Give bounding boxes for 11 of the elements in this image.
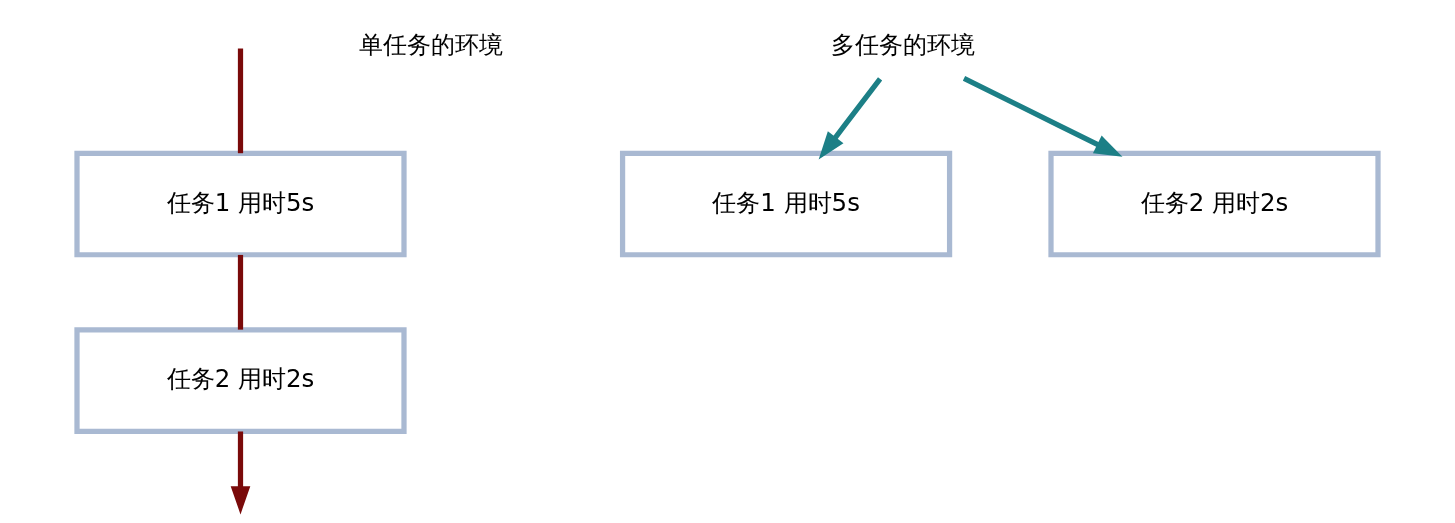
node-box: 任务1 用时5s: [74, 150, 407, 258]
connector: [237, 48, 244, 154]
node-box: 任务2 用时2s: [74, 327, 407, 434]
label: 单任务的环境: [359, 30, 504, 60]
connector: [237, 254, 244, 330]
arrow: [230, 431, 251, 515]
node-box: 任务1 用时5s: [619, 150, 953, 258]
node-box: 任务2 用时2s: [1048, 150, 1381, 258]
arrow: [962, 76, 1123, 157]
arrow: [818, 77, 883, 160]
node-text: 多任务的环境: [831, 30, 976, 60]
